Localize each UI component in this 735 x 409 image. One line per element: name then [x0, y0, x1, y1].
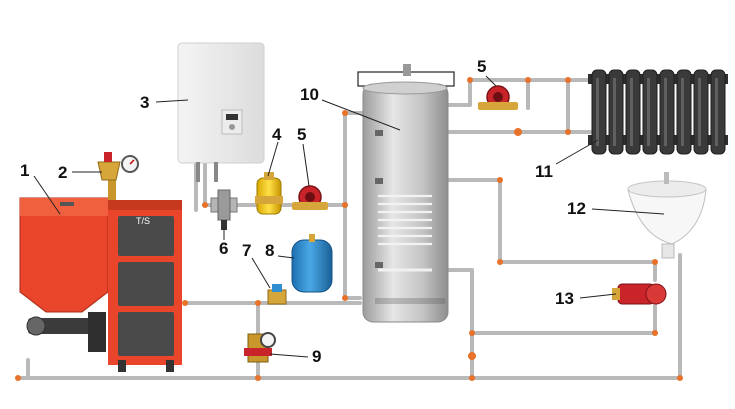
label-8: 8 — [265, 241, 274, 260]
label-4: 4 — [272, 125, 282, 144]
label-5-right: 5 — [477, 57, 486, 76]
pressure-reducer — [244, 332, 276, 363]
boiler-brand-text: T/S — [136, 216, 150, 226]
label-11: 11 — [535, 162, 553, 181]
label-3: 3 — [140, 93, 149, 112]
pipe-joints — [15, 77, 683, 381]
three-way-valve — [210, 189, 238, 230]
label-13: 13 — [555, 289, 574, 308]
air-separator — [255, 172, 283, 215]
label-1: 1 — [20, 161, 29, 180]
electric-boiler — [177, 42, 265, 182]
label-10: 10 — [300, 85, 319, 104]
label-7: 7 — [242, 241, 251, 260]
circulation-pump-left — [292, 185, 328, 210]
wash-basin — [627, 172, 707, 259]
label-5-left: 5 — [297, 125, 306, 144]
label-12: 12 — [567, 199, 586, 218]
recirculation-pump — [612, 283, 667, 305]
check-valve — [267, 284, 287, 305]
label-6: 6 — [219, 239, 228, 258]
solid-fuel-boiler: T/S — [19, 197, 182, 372]
label-2: 2 — [58, 163, 67, 182]
callout-labels: 1 2 3 4 5 6 7 8 9 10 5 11 12 13 — [20, 57, 586, 366]
label-9: 9 — [312, 347, 321, 366]
expansion-tank — [291, 234, 333, 293]
safety-group — [97, 152, 139, 200]
circulation-pump-right — [478, 85, 518, 110]
label-leaders — [33, 75, 665, 358]
cast-iron-radiator — [588, 69, 728, 155]
indirect-water-heater — [357, 64, 455, 323]
